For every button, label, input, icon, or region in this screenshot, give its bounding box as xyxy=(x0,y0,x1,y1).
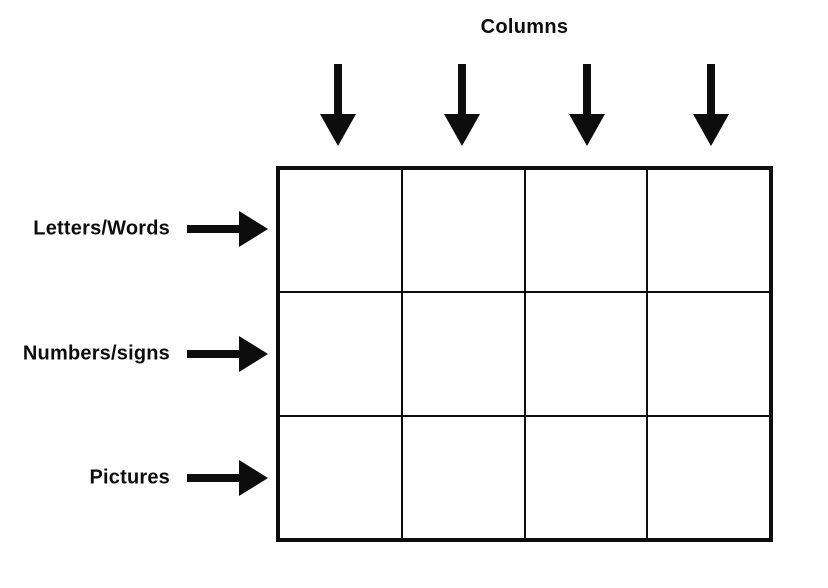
row-label-pictures: Pictures xyxy=(89,466,170,489)
row-label-numbers-signs: Numbers/signs xyxy=(22,342,170,365)
right-arrow-icon xyxy=(187,335,268,373)
column-arrow-slot-3 xyxy=(525,64,649,146)
grid-cell xyxy=(647,169,770,293)
column-arrow-slot-4 xyxy=(649,64,773,146)
grid-cell xyxy=(524,169,648,293)
grid-cell xyxy=(401,292,525,416)
column-arrows-row xyxy=(276,64,773,146)
grid-cell xyxy=(647,292,770,416)
grid-cell xyxy=(279,292,402,416)
column-arrow-slot-2 xyxy=(400,64,524,146)
column-arrow-slot-1 xyxy=(276,64,400,146)
grid-cell xyxy=(401,169,525,293)
empty-grid xyxy=(276,166,773,542)
grid-cell xyxy=(279,169,402,293)
row-label-letters-words: Letters/Words xyxy=(33,217,170,240)
grid-cell xyxy=(401,415,525,539)
down-arrow-icon xyxy=(692,64,729,146)
down-arrow-icon xyxy=(444,64,481,146)
grid-cell xyxy=(524,415,648,539)
grid-cell xyxy=(279,415,402,539)
columns-title: Columns xyxy=(480,16,569,38)
right-arrow-icon xyxy=(187,210,268,248)
down-arrow-icon xyxy=(320,64,357,146)
down-arrow-icon xyxy=(568,64,605,146)
grid-cell xyxy=(647,415,770,539)
right-arrow-icon xyxy=(187,459,268,497)
grid-cell xyxy=(524,292,648,416)
